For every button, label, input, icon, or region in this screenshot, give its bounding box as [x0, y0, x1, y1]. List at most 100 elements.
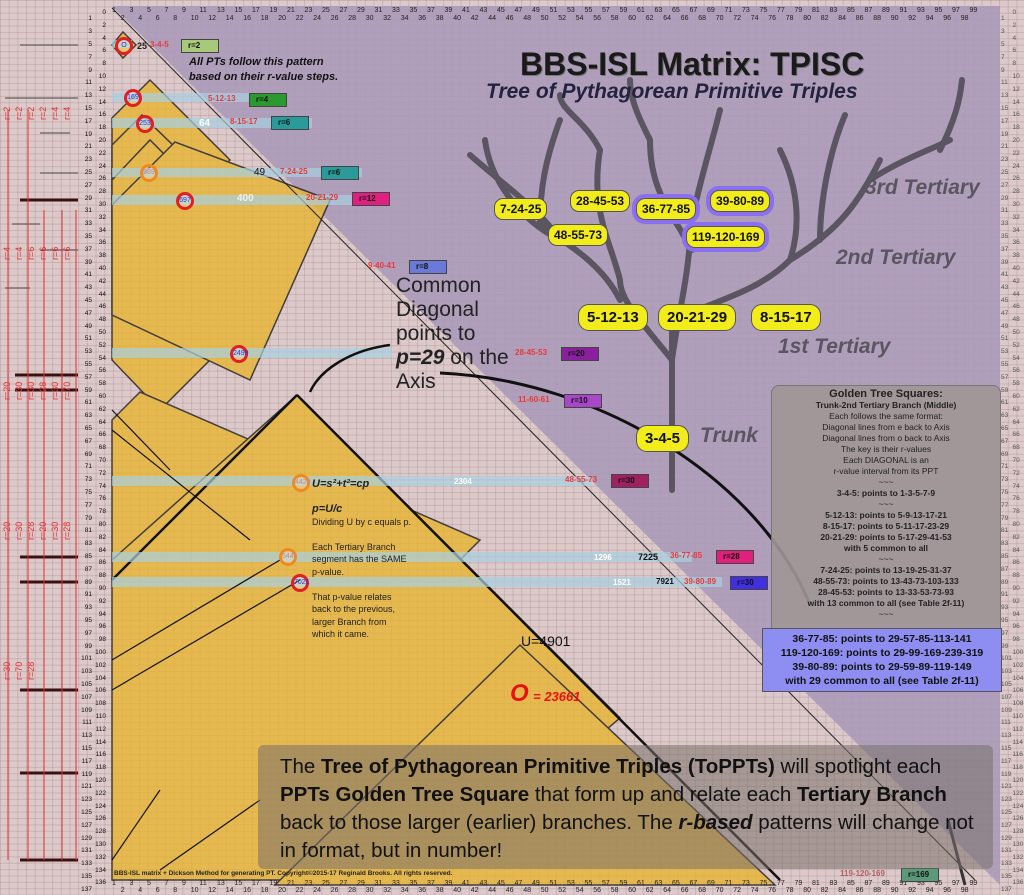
left-axis-number: 129 [81, 834, 92, 842]
bottom-axis-number: 17 [252, 880, 260, 887]
right-axis-number: 118 [1012, 764, 1023, 772]
left-axis-number: 66 [98, 431, 106, 439]
right-axis-number: 123 [1001, 796, 1012, 804]
left-axis-number: 27 [84, 181, 92, 189]
bottom-axis-number: 19 [269, 880, 278, 887]
top-axis-number: 25 [322, 7, 330, 14]
bottom-axis-number: 40 [453, 887, 462, 894]
top-axis-number: 5 [147, 7, 151, 14]
bottom-axis-number: 43 [479, 880, 488, 887]
bottom-axis-number: 88 [873, 887, 882, 894]
left-axis-number: 30 [98, 201, 106, 208]
right-axis-number: 71 [1001, 463, 1009, 471]
top-axis-number: 72 [733, 15, 742, 22]
right-axis-number: 62 [1012, 405, 1020, 413]
band-value: 7921 [656, 577, 674, 586]
right-axis-number: 35 [1001, 233, 1009, 240]
right-axis-number: 78 [1012, 508, 1020, 516]
top-axis-number: 4 [138, 15, 143, 22]
top-axis-number: 53 [567, 7, 575, 14]
footer-copyright: BBS-ISL matrix + Dickson Method for gene… [114, 870, 453, 877]
left-axis-number: 54 [98, 354, 106, 362]
band-value: 1296 [594, 553, 612, 562]
callout-line: Axis [396, 370, 436, 393]
left-axis-number: 4 [102, 34, 106, 42]
panel-line: ~~~ [878, 477, 894, 487]
r-interval-label: r=20 [2, 521, 12, 540]
right-axis-number: 37 [1001, 245, 1009, 253]
left-axis-number: 95 [84, 617, 92, 624]
right-axis-number: 31 [1001, 207, 1009, 215]
tree-node[interactable]: 5-12-13 [578, 304, 648, 331]
right-axis-number: 65 [1001, 425, 1009, 432]
tree-node[interactable]: 7-24-25 [494, 198, 548, 220]
r-interval-label: r=28 [38, 381, 48, 400]
bottom-axis-number: 68 [698, 887, 707, 894]
bottom-axis-number: 13 [217, 880, 225, 887]
panel-highlight-line: 119-120-169: points to 29-99-169-239-319 [780, 647, 984, 659]
right-axis-number: 22 [1012, 149, 1020, 157]
tree-node[interactable]: 8-15-17 [751, 304, 821, 331]
left-axis-number: 48 [98, 316, 106, 324]
left-axis-number: 65 [84, 425, 92, 432]
top-axis-number: 71 [724, 7, 733, 14]
tree-node-trunk[interactable]: 3-4-5 [636, 425, 690, 452]
bottom-axis-number: 87 [864, 880, 873, 887]
right-axis-number: 121 [1001, 783, 1012, 791]
top-axis-number: 7 [164, 7, 169, 14]
axis-circle: O [115, 37, 133, 55]
r-interval-label: r=6 [62, 246, 72, 260]
axis-circle: 169 [124, 89, 142, 107]
tree-node-highlighted[interactable]: 39-80-89 [710, 190, 771, 212]
r-interval-label: r=2 [26, 106, 36, 120]
bottom-axis-number: 62 [645, 887, 654, 894]
bottom-axis-number: 23 [304, 880, 313, 887]
bottom-axis-number: 63 [654, 880, 663, 887]
band [112, 577, 722, 587]
r-interval-label: r=4 [50, 106, 60, 120]
panel-line: 20-21-29: points to 5-17-29-41-53 [820, 532, 952, 542]
top-axis-number: 44 [488, 15, 497, 22]
tree-node-highlighted[interactable]: 36-77-85 [636, 198, 697, 220]
left-axis-number: 1 [88, 15, 92, 23]
bottom-axis-number: 46 [505, 887, 514, 894]
left-axis-number: 61 [84, 399, 92, 407]
r-interval-label: r=30 [14, 521, 24, 540]
tree-node[interactable]: 20-21-29 [658, 304, 737, 331]
left-axis-number: 49 [84, 322, 92, 330]
right-axis-number: 134 [1012, 866, 1024, 874]
bottom-axis-number: 9 [182, 880, 186, 887]
right-axis-number: 54 [1012, 354, 1020, 362]
ppt-label: 20-21-29 [306, 193, 339, 202]
bottom-axis-number: 42 [470, 887, 479, 894]
top-axis-number: 38 [435, 15, 444, 22]
top-axis-number: 42 [470, 15, 479, 22]
right-axis-number: 85 [1001, 553, 1009, 560]
left-axis-number: 12 [98, 85, 106, 93]
right-axis-number: 12 [1012, 85, 1020, 93]
left-axis-number: 107 [81, 693, 92, 701]
tree-node[interactable]: 28-45-53 [570, 190, 631, 212]
right-axis-number: 67 [1001, 437, 1009, 445]
bottom-axis-number: 65 [672, 880, 680, 887]
right-axis-number: 87 [1001, 565, 1009, 573]
top-axis-number: 50 [540, 15, 549, 22]
r-interval-label: r=20 [38, 521, 48, 540]
label-trunk: Trunk [700, 424, 758, 447]
bottom-axis-number: 32 [383, 887, 392, 894]
right-axis-number: 107 [1001, 693, 1012, 701]
bottom-axis-number: 49 [532, 880, 540, 887]
left-axis-number: 25 [84, 169, 92, 176]
tree-node-highlighted[interactable]: 119-120-169 [686, 226, 766, 248]
top-axis-number: 26 [330, 15, 339, 22]
right-axis-number: 42 [1012, 277, 1020, 285]
left-axis-number: 76 [98, 495, 106, 503]
bottom-axis-number: 30 [365, 887, 374, 894]
right-axis-number: 92 [1012, 597, 1020, 605]
right-axis-number: 99 [1001, 642, 1009, 650]
tree-node[interactable]: 48-55-73 [548, 224, 609, 246]
top-axis-number: 82 [820, 15, 829, 22]
bottom-axis-number: 56 [593, 887, 602, 894]
panel-line: with 5 common to all [843, 543, 929, 553]
bottom-axis-number: 92 [908, 887, 917, 894]
